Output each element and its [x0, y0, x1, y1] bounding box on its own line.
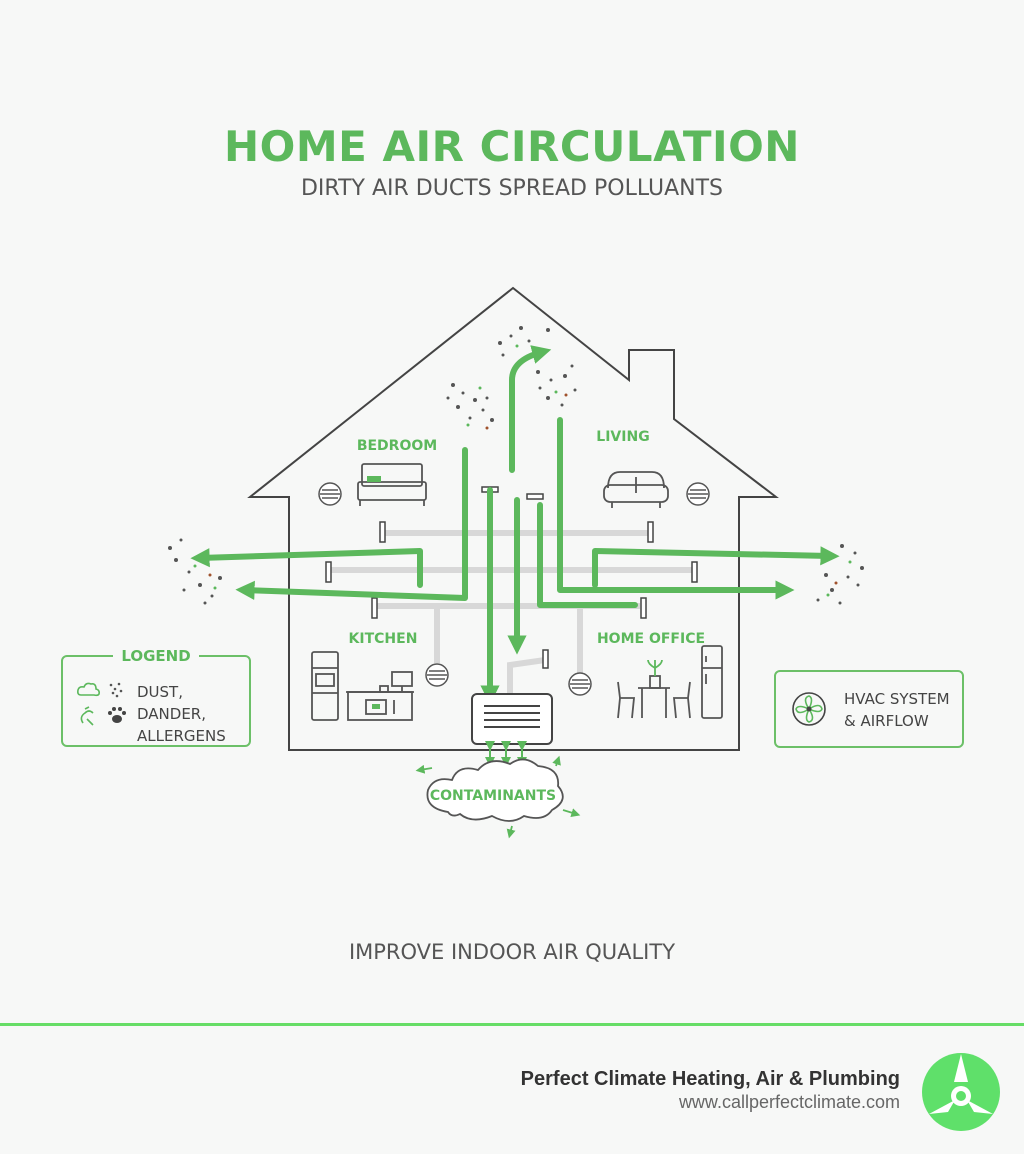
dust-icon [109, 682, 123, 698]
vent-icon [318, 482, 342, 506]
legend-line-2: ALLERGENS [137, 727, 226, 745]
vent-icon [568, 672, 592, 696]
hvac-unit-icon [471, 693, 553, 745]
footer-divider [0, 1023, 1024, 1026]
legend-title: LOGEND [113, 647, 199, 665]
room-label-living: LIVING [596, 429, 649, 445]
hvac-card: HVAC SYSTEM & AIRFLOW [774, 670, 964, 748]
bed-icon [357, 463, 427, 506]
kitchen-appliances-icon [311, 651, 414, 721]
cloud-icon [77, 682, 100, 697]
house-outline [247, 286, 779, 751]
airflow-arrows [190, 345, 840, 705]
vent-icon [425, 663, 449, 687]
pollutant-particles [168, 326, 864, 605]
room-label-bedroom: BEDROOM [357, 438, 437, 454]
legend-line-1: DUST, DANDER, [137, 683, 206, 723]
fan-icon [792, 692, 826, 726]
legend-icons [77, 682, 126, 726]
page-title: HOME AIR CIRCULATION [224, 122, 800, 171]
dining-table-icon [617, 645, 723, 719]
page-subtitle: DIRTY AIR DUCTS SPREAD POLLUANTS [300, 176, 724, 201]
vent-icon [686, 482, 710, 506]
contaminant-arrows [415, 755, 581, 839]
footer-caption: IMPROVE INDOOR AIR QUALITY [348, 940, 676, 964]
legend-card: LOGEND DUST, DANDER, ALLERGENS [61, 647, 251, 747]
room-label-kitchen: KITCHEN [349, 631, 418, 647]
contaminants-label: CONTAMINANTS [430, 788, 556, 804]
room-label-home-office: HOME OFFICE [597, 631, 705, 647]
brand-name: Perfect Climate Heating, Air & Plumbing [520, 1068, 900, 1090]
contaminants-cloud [426, 758, 564, 822]
hvac-card-line-1: HVAC SYSTEM [844, 690, 950, 708]
paw-icon [108, 707, 126, 723]
sofa-icon [603, 471, 669, 508]
hvac-card-line-2: & AIRFLOW [844, 712, 929, 730]
brand-url[interactable]: www.callperfectclimate.com [678, 1092, 900, 1112]
brand-logo [922, 1053, 1000, 1131]
dander-icon [80, 706, 94, 726]
